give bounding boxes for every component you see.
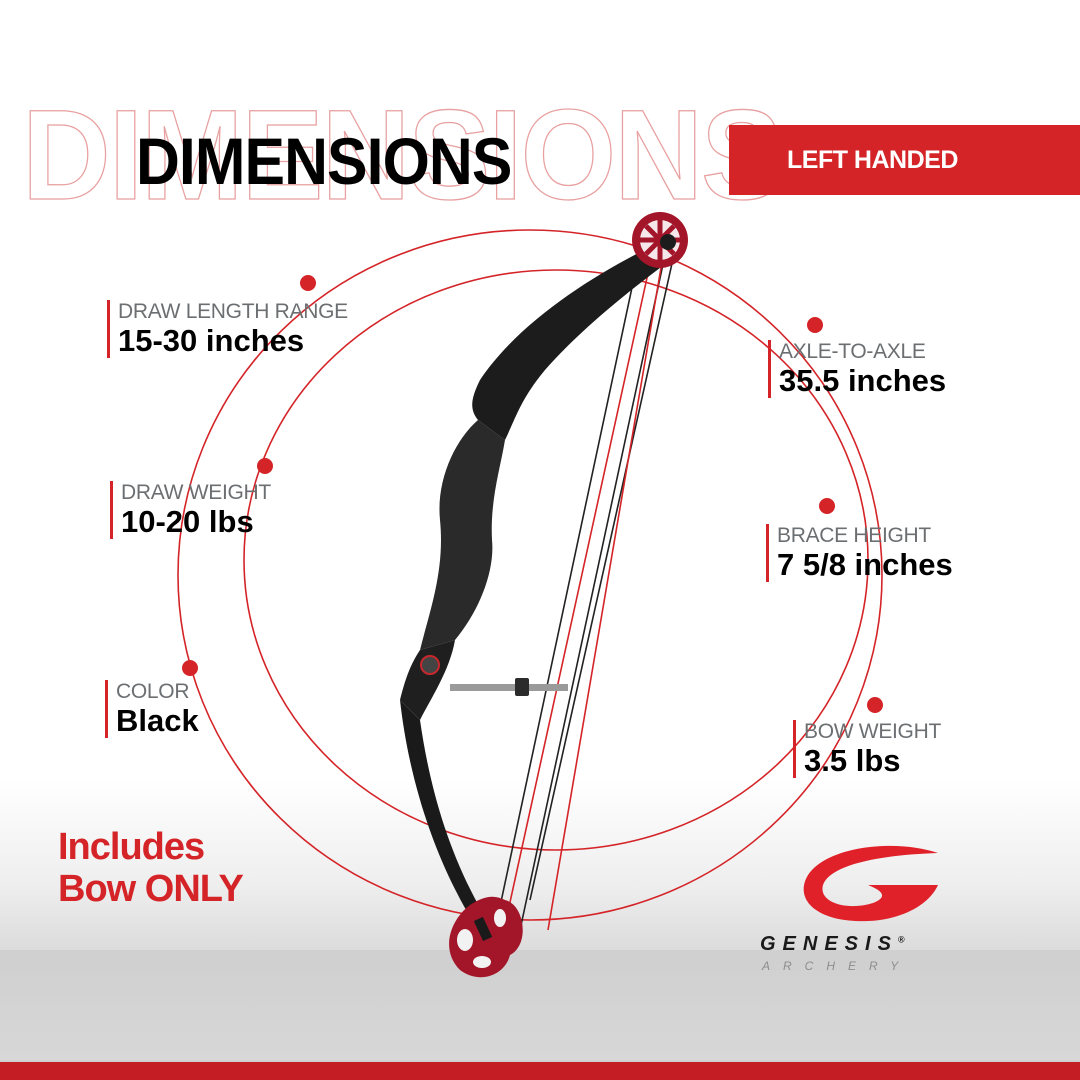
- spec-label: DRAW LENGTH RANGE: [118, 300, 348, 323]
- genesis-g-icon: [803, 845, 938, 922]
- callout-dot-draw-length: [300, 275, 316, 291]
- registered-mark: ®: [897, 934, 905, 945]
- page-title: DIMENSIONS: [136, 124, 512, 198]
- left-handed-badge: LEFT HANDED: [729, 125, 1080, 195]
- includes-bow-only-notice: Includes Bow ONLY: [58, 826, 244, 910]
- spec-color: COLOR Black: [105, 680, 199, 738]
- spec-value: 7 5/8 inches: [777, 547, 953, 582]
- inner-circle: [243, 269, 869, 851]
- spec-axle-to-axle: AXLE-TO-AXLE 35.5 inches: [768, 340, 946, 398]
- spec-label: AXLE-TO-AXLE: [779, 340, 926, 363]
- brand-wordmark: GENESIS®: [760, 933, 905, 956]
- spec-label: BOW WEIGHT: [804, 720, 941, 743]
- spec-bow-weight: BOW WEIGHT 3.5 lbs: [793, 720, 941, 778]
- spec-value: 10-20 lbs: [121, 504, 254, 539]
- bottom-cam: [449, 896, 523, 978]
- outer-circle: [177, 229, 883, 921]
- spec-value: Black: [116, 703, 199, 738]
- stabilizer-rod: [450, 678, 568, 696]
- brand-name: GENESIS: [760, 933, 898, 955]
- callout-dot-draw-weight: [257, 458, 273, 474]
- brand-subtitle: ARCHERY: [762, 959, 912, 973]
- top-cam: [632, 212, 688, 268]
- spec-draw-weight: DRAW WEIGHT 10-20 lbs: [110, 481, 271, 539]
- horizon-background: [0, 950, 1080, 1060]
- callout-dot-axle: [807, 317, 823, 333]
- callout-dot-color: [182, 660, 198, 676]
- spec-brace-height: BRACE HEIGHT 7 5/8 inches: [766, 524, 953, 582]
- spec-label: DRAW WEIGHT: [121, 481, 271, 504]
- callout-dot-brace: [819, 498, 835, 514]
- outline-title-watermark: DIMENSIONS: [21, 84, 783, 227]
- bow-riser: [400, 240, 668, 930]
- spec-value: 15-30 inches: [118, 323, 305, 358]
- spec-value: 3.5 lbs: [804, 743, 901, 778]
- notice-line-1: Includes: [58, 826, 205, 868]
- spec-draw-length: DRAW LENGTH RANGE 15-30 inches: [107, 300, 348, 358]
- notice-line-2: Bow ONLY: [58, 868, 244, 910]
- spec-value: 35.5 inches: [779, 363, 947, 398]
- spec-label: BRACE HEIGHT: [777, 524, 931, 547]
- bow-strings: [494, 249, 676, 931]
- badge-label: LEFT HANDED: [787, 145, 958, 174]
- callout-dot-bow-weight: [867, 697, 883, 713]
- bottom-accent-bar: [0, 1062, 1080, 1080]
- spec-label: COLOR: [116, 680, 190, 703]
